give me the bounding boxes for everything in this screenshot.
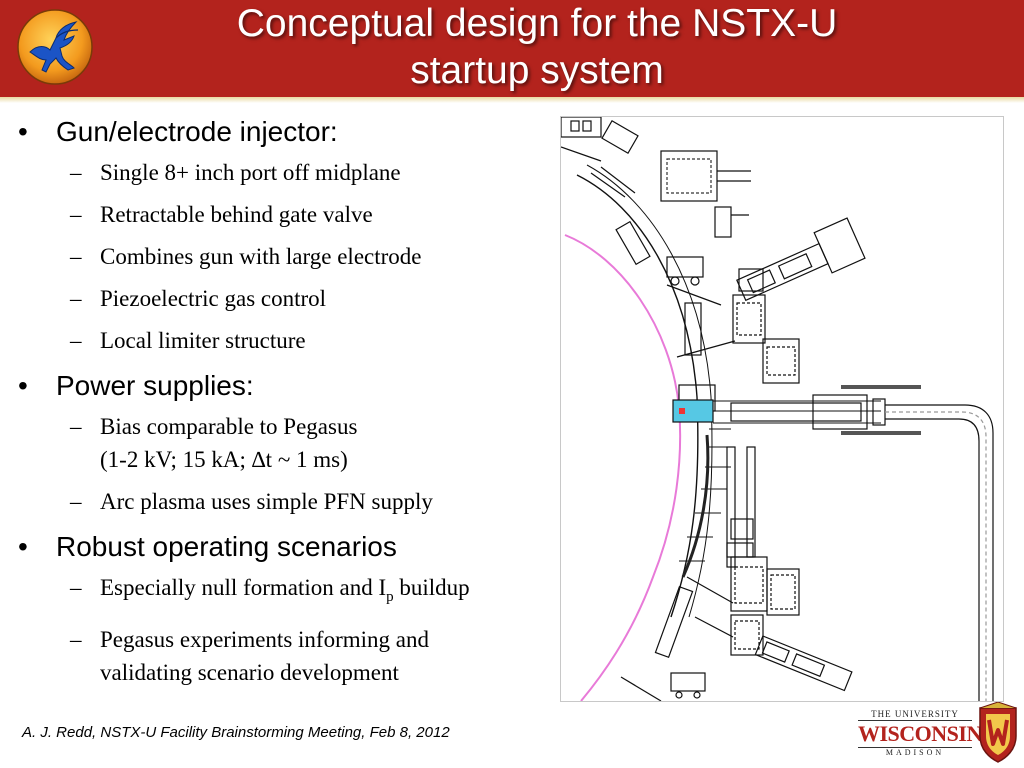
dash-glyph: – (70, 160, 82, 185)
bullet-label: Power supplies: (56, 370, 254, 401)
dash-glyph: – (70, 328, 82, 353)
bullet-list: •Gun/electrode injector: –Single 8+ inch… (18, 112, 578, 698)
sub-item: –Pegasus experiments informing and valida… (18, 623, 578, 689)
sub-item-text: Bias comparable to Pegasus (100, 414, 358, 439)
uw-wisconsin-logo: THE UNIVERSITY WISCONSIN MADISON (858, 708, 982, 760)
sub-item-text: Retractable behind gate valve (100, 202, 373, 227)
sub-item: –Local limiter structure (18, 324, 578, 357)
pegasus-logo-icon (17, 9, 93, 85)
sub-item: –Piezoelectric gas control (18, 282, 578, 315)
bullet-power-supplies: • Power supplies: (18, 366, 578, 410)
bullet-gun-electrode: • Gun/electrode injector: (18, 112, 578, 156)
dash-glyph: – (70, 286, 82, 311)
sub-item-text-continued: validating scenario development (100, 660, 399, 685)
sub-item-text: Single 8+ inch port off midplane (100, 160, 401, 185)
subscript-p: p (386, 589, 394, 605)
bullet-operating-scenarios: • Robust operating scenarios (18, 527, 578, 571)
sub-item-text: Especially null formation and I (100, 575, 387, 600)
sub-item: –Retractable behind gate valve (18, 198, 578, 231)
sub-item-text: Arc plasma uses simple PFN supply (100, 489, 433, 514)
dash-glyph: – (70, 627, 82, 652)
sub-item-text: Pegasus experiments informing and (100, 627, 429, 652)
bullet-glyph: • (18, 531, 28, 562)
dash-glyph: – (70, 202, 82, 227)
sub-item: –Single 8+ inch port off midplane (18, 156, 578, 189)
sub-item-text-continued: (1-2 kV; 15 kA; ∆t ~ 1 ms) (100, 447, 348, 472)
dash-glyph: – (70, 244, 82, 269)
nstx-u-injector-drawing-icon (560, 116, 1004, 702)
dash-glyph: – (70, 575, 82, 600)
sub-item: –Arc plasma uses simple PFN supply (18, 485, 578, 518)
title-bar-shade (0, 97, 1024, 103)
title-line-1: Conceptual design for the NSTX-U (236, 2, 838, 45)
citation: A. J. Redd, NSTX-U Facility Brainstormin… (22, 724, 450, 741)
sub-item: –Bias comparable to Pegasus (1-2 kV; 15 k… (18, 410, 578, 476)
uw-crest-icon (979, 702, 1017, 763)
sub-item-text-tail: buildup (393, 575, 470, 600)
bullet-glyph: • (18, 370, 28, 401)
title-line-2: startup system (410, 49, 664, 92)
sub-item: –Especially null formation and Ip buildu… (18, 571, 578, 614)
dash-glyph: – (70, 414, 82, 439)
dash-glyph: – (70, 489, 82, 514)
bullet-glyph: • (18, 116, 28, 147)
bullet-label: Robust operating scenarios (56, 531, 397, 562)
sub-item: –Combines gun with large electrode (18, 240, 578, 273)
logo-top-text: THE UNIVERSITY (858, 708, 972, 721)
sub-item-text: Combines gun with large electrode (100, 244, 422, 269)
page-title: Conceptual design for the NSTX-U startup… (110, 0, 964, 94)
sub-item-text: Local limiter structure (100, 328, 306, 353)
logo-mid-text: WISCONSIN (858, 721, 982, 746)
bullet-label: Gun/electrode injector: (56, 116, 338, 147)
logo-bot-text: MADISON (858, 747, 972, 758)
sub-item-text: Piezoelectric gas control (100, 286, 327, 311)
